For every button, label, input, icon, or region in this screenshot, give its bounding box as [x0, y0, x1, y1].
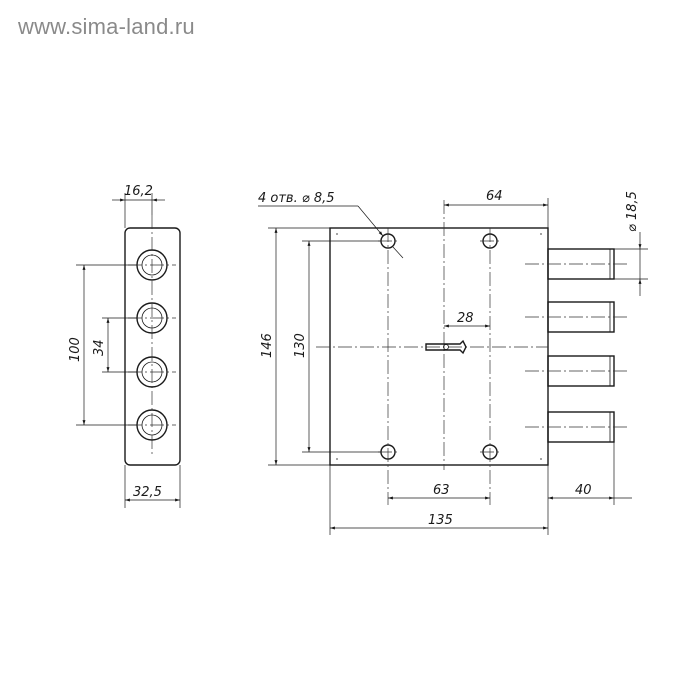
keyhole: [425, 339, 467, 355]
lock-body-outline: [329, 227, 549, 466]
dim-hole-spacing: 34: [92, 339, 107, 356]
dim-key-offset: 28: [457, 311, 474, 326]
dim-plate-height: 100: [68, 337, 83, 362]
bolt: [525, 301, 630, 333]
dim-hole-height: 130: [293, 333, 308, 358]
dim-plate-depth: 32,5: [133, 485, 162, 500]
dim-mounting-holes: 4 отв. ⌀ 8,5: [258, 191, 335, 206]
bolt: [525, 411, 630, 443]
front-plate-outline: [124, 227, 181, 466]
bolt: [525, 248, 630, 280]
dim-key-to-edge: 64: [486, 189, 503, 204]
dim-body-width: 135: [428, 513, 453, 528]
bolt: [525, 355, 630, 387]
lock-body-view: 4 отв. ⌀ 8,5 64 ⌀ 18,5 28 146 130 63 135: [258, 189, 648, 535]
dim-bolt-length: 40: [575, 483, 592, 498]
dim-plate-width: 16,2: [124, 184, 153, 199]
front-plate-view: 16,2 100 34 32,5: [68, 184, 181, 508]
dim-bolt-diameter: ⌀ 18,5: [625, 191, 640, 232]
site-watermark: www.sima-land.ru: [18, 14, 195, 39]
dim-body-height: 146: [260, 333, 275, 358]
dim-hole-spacing-horizontal: 63: [433, 483, 450, 498]
